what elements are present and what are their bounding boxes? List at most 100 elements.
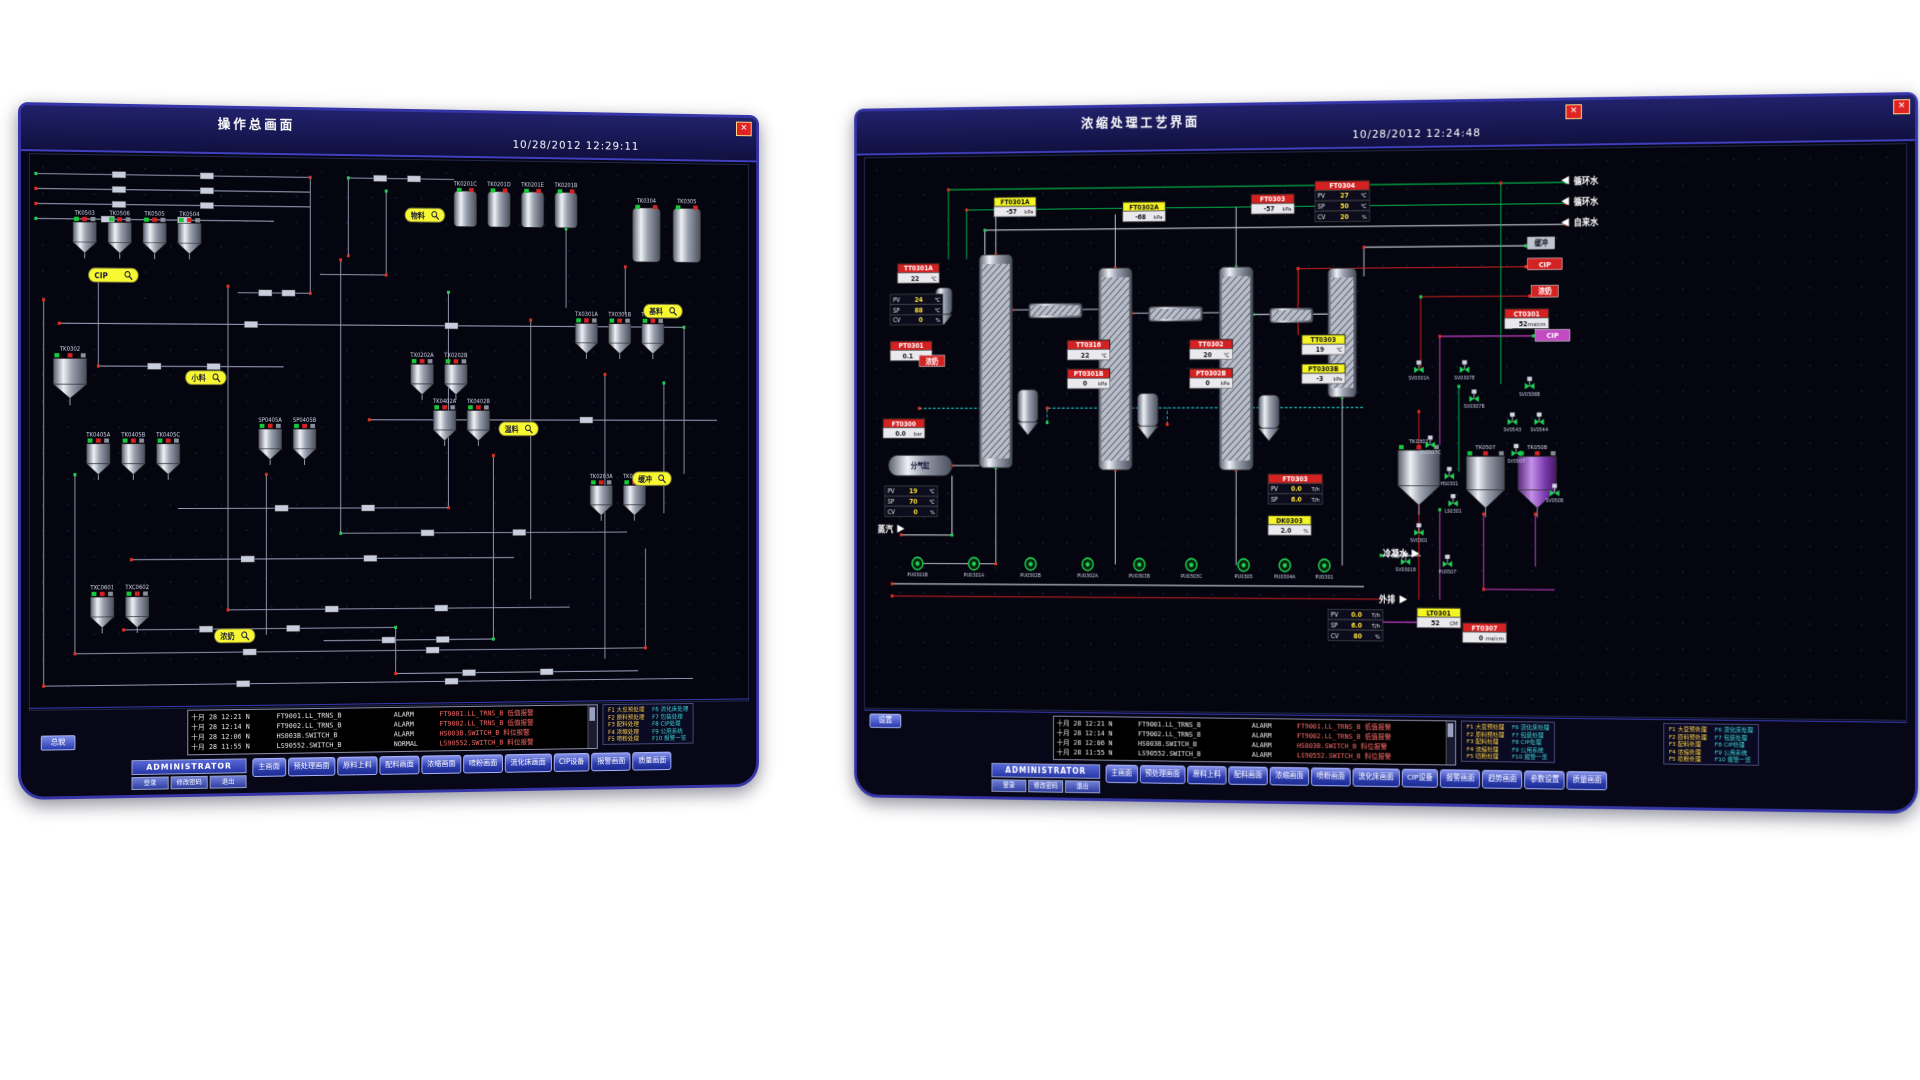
tank-TK0301[interactable]: TK0301 bbox=[1398, 439, 1440, 515]
nav-button-主画面[interactable]: 主画面 bbox=[252, 757, 286, 778]
tank-hx[interactable] bbox=[1270, 308, 1313, 323]
area-label-浓奶[interactable]: 浓奶 bbox=[215, 629, 255, 643]
settings-button[interactable]: 设置 bbox=[869, 713, 902, 729]
tank-TX0202B[interactable]: TX0202B bbox=[443, 353, 467, 400]
nav-button-配料画面[interactable]: 配料画面 bbox=[1228, 766, 1268, 786]
tank-TK0304[interactable]: TK0304 bbox=[633, 199, 661, 262]
nav-button-趋势画面[interactable]: 趋势画面 bbox=[1482, 769, 1523, 790]
pump-PU0302B[interactable]: PU0302B bbox=[1020, 558, 1042, 580]
tank-vessel[interactable] bbox=[1259, 395, 1280, 441]
tank-SP0405A[interactable]: SP0405A bbox=[258, 418, 282, 465]
nav-button-浓缩画面[interactable]: 浓缩画面 bbox=[1269, 766, 1310, 786]
pump-PU0301B[interactable]: PU0301B bbox=[907, 557, 928, 579]
nav-button-喷粉画面[interactable]: 喷粉画面 bbox=[463, 754, 503, 774]
tank-hx[interactable] bbox=[1149, 307, 1203, 322]
valve-SV0507C[interactable]: SV0507C bbox=[1420, 435, 1441, 457]
tank-TK0505[interactable]: TK0505 bbox=[143, 211, 166, 259]
right-close-icon[interactable]: ✕ bbox=[1565, 104, 1582, 120]
valve-SV0507[interactable]: SV0507 bbox=[1507, 443, 1525, 465]
admin-button-登录[interactable]: 登录 bbox=[131, 776, 169, 791]
tank-TK0405C[interactable]: TK0405C bbox=[155, 432, 180, 480]
valve-SV03018[interactable]: SV03018 bbox=[1395, 552, 1416, 573]
valve-SV0543[interactable]: SV0543 bbox=[1503, 412, 1521, 433]
tank-分气缸[interactable]: 分气缸 bbox=[888, 455, 952, 475]
admin-button-登录[interactable]: 登录 bbox=[991, 779, 1027, 793]
pump-PU0301A[interactable]: PU0301A bbox=[964, 558, 985, 580]
nav-button-CIP设备[interactable]: CIP设备 bbox=[553, 752, 590, 772]
tank-column[interactable] bbox=[979, 255, 1012, 468]
valve-HS0301[interactable]: HS0301 bbox=[1440, 466, 1458, 488]
tank-TXC0602[interactable]: TXC0602 bbox=[124, 585, 149, 633]
tank-TK0402A[interactable]: TK0402A bbox=[432, 399, 456, 446]
stream-tag-浓奶[interactable]: 浓奶 bbox=[919, 355, 944, 366]
valve-SV0301A[interactable]: SV0301A bbox=[1409, 360, 1430, 381]
tank-TK0508[interactable]: TK0508 bbox=[1518, 445, 1556, 517]
tank-TX0202A[interactable]: TX0202A bbox=[409, 353, 433, 400]
tank-TK0507[interactable]: TK0507 bbox=[1466, 445, 1504, 517]
admin-button-退出[interactable]: 退出 bbox=[209, 775, 247, 789]
nav-button-浓缩画面[interactable]: 浓缩画面 bbox=[421, 754, 462, 775]
tank-TK0402B[interactable]: TK0402B bbox=[466, 399, 490, 446]
stream-tag-缓冲[interactable]: 缓冲 bbox=[1528, 237, 1555, 249]
tank-TK0201C[interactable]: TK0201C bbox=[453, 182, 477, 227]
tank-vessel[interactable] bbox=[1138, 394, 1158, 439]
tank-TK0305[interactable]: TK0305 bbox=[673, 199, 700, 262]
left-close-icon[interactable]: ✕ bbox=[736, 121, 752, 137]
nav-button-预处理画面[interactable]: 预处理画面 bbox=[1139, 764, 1186, 785]
tank-SP0405B[interactable]: SP0405B bbox=[293, 418, 316, 465]
nav-button-原料上料[interactable]: 原料上料 bbox=[337, 756, 378, 776]
nav-button-参数设置[interactable]: 参数设置 bbox=[1524, 770, 1566, 790]
valve-SV0301[interactable]: SV0301 bbox=[1410, 523, 1428, 544]
pump-PU0303C[interactable]: PU0303C bbox=[1181, 559, 1203, 581]
tank-TK0201B[interactable]: TK0201B bbox=[554, 183, 578, 228]
tank-TK0203A[interactable]: TK0203A bbox=[589, 474, 613, 521]
area-label-温料[interactable]: 温料 bbox=[499, 422, 538, 436]
nav-button-质量画面[interactable]: 质量画面 bbox=[1566, 771, 1608, 791]
right-alarm-scrollbar[interactable] bbox=[1445, 721, 1456, 765]
valve-SV0544[interactable]: SV0544 bbox=[1530, 412, 1548, 433]
admin-button-修改密码[interactable]: 修改密码 bbox=[170, 775, 208, 790]
nav-button-CIP设备[interactable]: CIP设备 bbox=[1401, 768, 1439, 788]
nav-button-质量画面[interactable]: 质量画面 bbox=[632, 751, 672, 771]
valve-SV0508[interactable]: SV0508 bbox=[1546, 483, 1564, 505]
area-label-缓冲[interactable]: 缓冲 bbox=[633, 472, 672, 486]
pump-PU0304A[interactable]: PU0304A bbox=[1274, 559, 1296, 581]
tank-TX0301A[interactable]: TX0301A bbox=[574, 312, 598, 359]
nav-button-报警画面[interactable]: 报警画面 bbox=[1440, 769, 1481, 789]
tank-TK0201E[interactable]: TK0201E bbox=[520, 183, 544, 228]
admin-button-修改密码[interactable]: 修改密码 bbox=[1028, 779, 1064, 793]
nav-button-原料上料[interactable]: 原料上料 bbox=[1187, 765, 1227, 785]
left-alarm-scrollbar[interactable] bbox=[587, 705, 597, 749]
nav-button-流化床画面[interactable]: 流化床画面 bbox=[1352, 768, 1400, 788]
tank-TK0203B[interactable]: TK0203B bbox=[622, 474, 646, 521]
left-overview-button[interactable]: 总貌 bbox=[40, 735, 76, 751]
pump-PU0302A[interactable]: PU0302A bbox=[1077, 558, 1099, 580]
tank-TX0301C[interactable]: TX0301C bbox=[641, 313, 665, 360]
valve-PU0507[interactable]: PU0507 bbox=[1439, 554, 1457, 576]
tank-TX0301B[interactable]: TX0301B bbox=[607, 312, 631, 359]
pump-PU0305[interactable]: PU0305 bbox=[1235, 559, 1253, 581]
tank-TK0405A[interactable]: TK0405A bbox=[85, 432, 110, 480]
nav-button-喷粉画面[interactable]: 喷粉画面 bbox=[1311, 767, 1351, 787]
tank-TXC0601[interactable]: TXC0601 bbox=[89, 585, 114, 633]
pump-PU0303B[interactable]: PU0303B bbox=[1129, 558, 1151, 580]
nav-button-配料画面[interactable]: 配料画面 bbox=[379, 755, 420, 775]
nav-button-流化床画面[interactable]: 流化床画面 bbox=[504, 753, 552, 773]
tank-TK0302[interactable]: TK0302 bbox=[53, 347, 86, 406]
